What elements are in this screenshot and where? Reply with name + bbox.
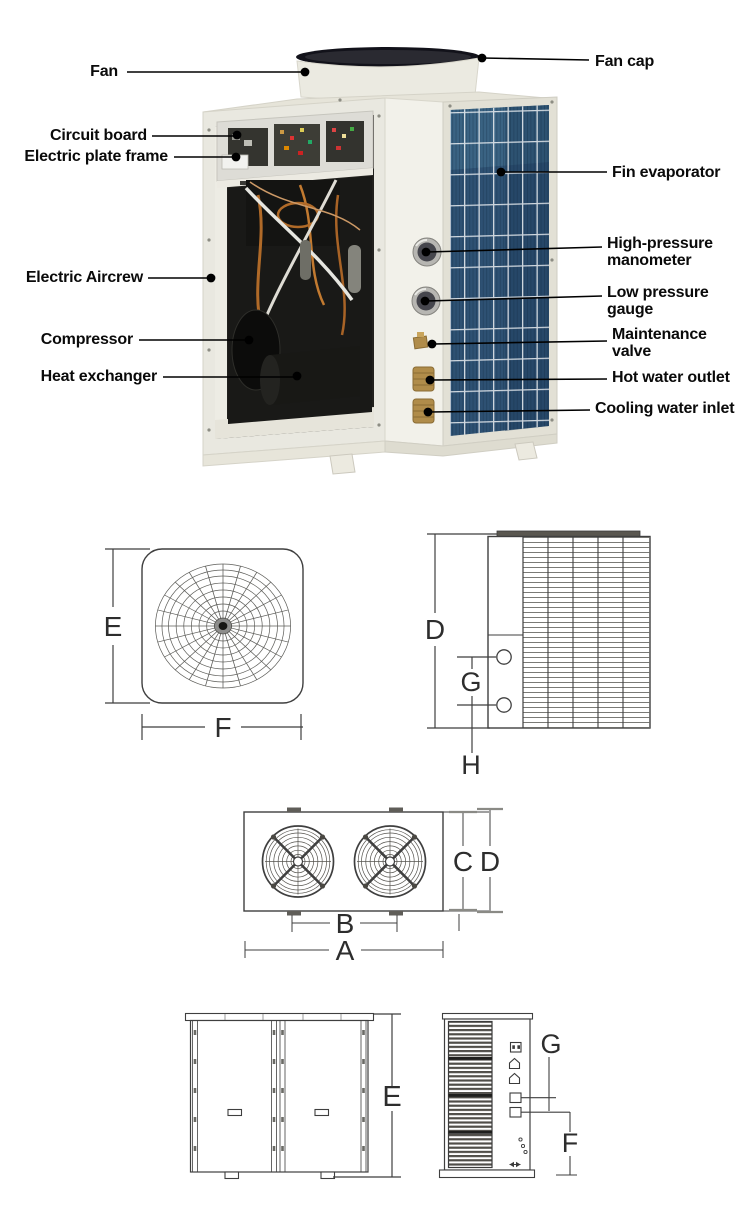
dim-letter-E-fan-view: E — [104, 611, 123, 642]
top-fan-grille-2 — [353, 824, 427, 899]
door-strips — [192, 1021, 367, 1172]
dim-letter-E-front-view: E — [382, 1081, 401, 1113]
callout-dots — [206, 53, 506, 417]
dim-letter-H-side-view: H — [461, 750, 481, 780]
port-circle-upper — [496, 649, 512, 665]
dim-letter-G-side-view: G — [460, 667, 481, 697]
screws — [207, 98, 554, 432]
port-icon-lower — [509, 1106, 522, 1118]
dim-lines-ABCD — [244, 810, 491, 958]
dim-letter-B-top-view: B — [336, 908, 355, 939]
heat-exchanger — [260, 346, 360, 405]
circuit-board-panel — [216, 110, 374, 188]
callout-label-fan: Fan — [90, 63, 118, 80]
drawing-unit-front-view: E — [184, 1012, 402, 1180]
callout-label-cooling-water-inlet: Cooling water inlet — [595, 400, 735, 417]
dim-letter-C-top-view: C — [453, 846, 473, 877]
dim-letter-F-connection-view: F — [562, 1128, 579, 1158]
callout-label-maintenance-valve: Maintenance valve — [612, 326, 707, 360]
door-handle-right — [314, 1108, 330, 1117]
dimension-drawings: E F D G H — [104, 530, 651, 1180]
top-fan-grille-1 — [261, 824, 335, 899]
dim-ticks-CD — [449, 807, 503, 914]
foot-right — [320, 1171, 336, 1180]
callout-label-low-pressure-gauge: Low pressure gauge — [607, 284, 709, 318]
callout-label-heat-exchanger: Heat exchanger — [40, 368, 158, 385]
callout-label-compressor: Compressor — [40, 331, 133, 348]
connection-icons — [508, 1041, 528, 1168]
dim-lines-EF — [105, 548, 303, 740]
drawing-connection-side-view: G F — [438, 1012, 579, 1179]
dim-letter-D-side-view: D — [425, 614, 445, 645]
maintenance-valve — [412, 332, 429, 350]
fan-cap — [296, 47, 480, 67]
port-icon-upper — [509, 1092, 522, 1104]
callout-label-electric-plate-frame: Electric plate frame — [24, 148, 168, 165]
dim-letter-G-connection-view: G — [540, 1029, 561, 1059]
dim-letter-F-fan-view: F — [214, 712, 231, 743]
drawing-fan-front-view: E F — [104, 548, 304, 743]
fan-grille-spiderweb — [155, 563, 291, 689]
foot-left — [224, 1171, 240, 1180]
unit-photo-illustration — [127, 47, 608, 475]
door-handle-left — [227, 1108, 243, 1117]
callout-label-fin-evaporator: Fin evaporator — [612, 164, 721, 181]
dim-lines-GF2 — [521, 1057, 577, 1176]
dim-lines-E2 — [333, 1013, 401, 1178]
callout-lines — [127, 57, 608, 413]
port-circle-lower — [496, 697, 512, 713]
dim-letter-D-top-view: D — [480, 846, 500, 877]
drawing-unit-side-view: D G H — [425, 530, 651, 780]
cooling-water-inlet — [412, 398, 435, 424]
callout-label-circuit-board: Circuit board — [50, 127, 147, 144]
corner-column — [384, 97, 444, 447]
callout-label-hot-water-outlet: Hot water outlet — [612, 369, 730, 386]
callout-label-high-pressure-manometer: High-pressure manometer — [607, 235, 713, 269]
interior-components — [228, 176, 372, 424]
open-service-face — [202, 97, 386, 456]
mounting-tabs — [287, 807, 403, 916]
dim-lines-DGH — [427, 533, 497, 753]
fin-evaporator — [442, 96, 558, 447]
dim-letter-A-top-view: A — [336, 935, 355, 966]
hot-water-outlet — [412, 366, 435, 392]
callout-label-fan-cap: Fan cap — [595, 53, 655, 70]
callout-label-electric-aircrew: Electric Aircrew — [25, 269, 143, 286]
drawing-unit-top-view: C D B A — [243, 807, 503, 966]
unit-base — [202, 433, 558, 475]
